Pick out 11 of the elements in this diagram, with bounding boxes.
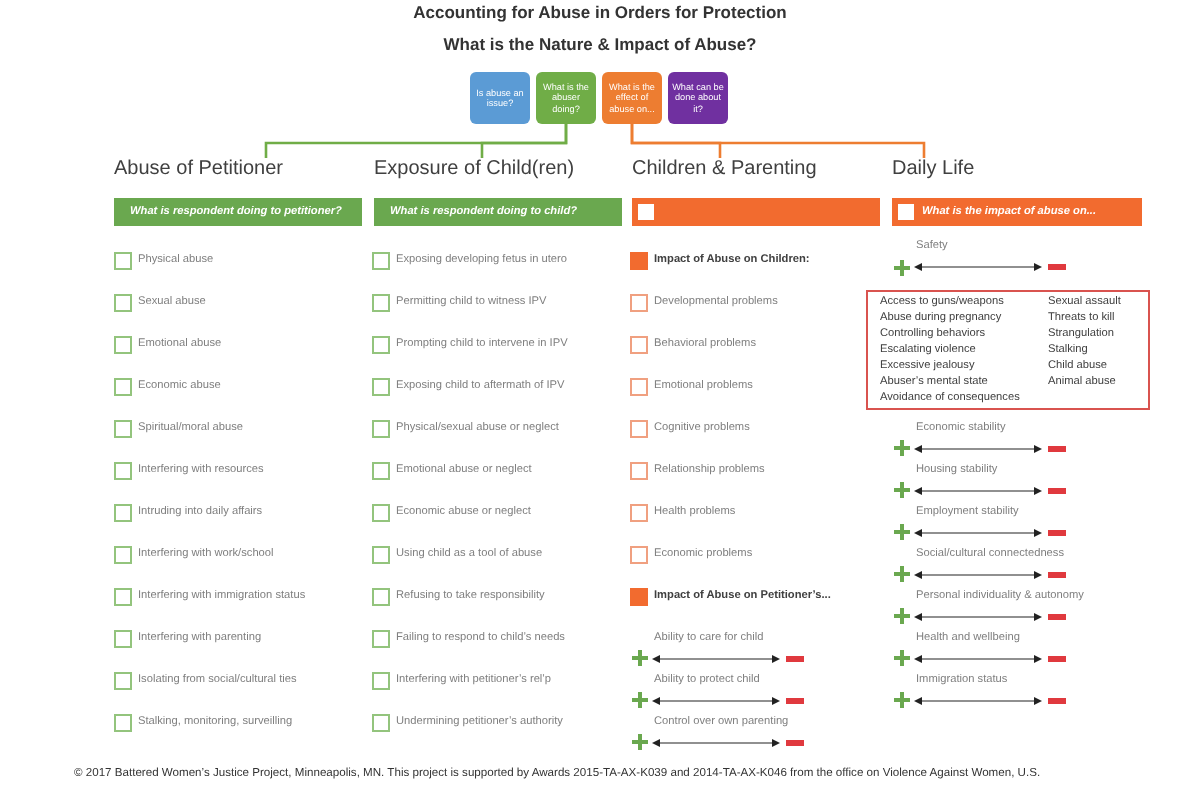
column-heading: Children & Parenting	[632, 158, 817, 181]
question-bar	[892, 198, 1142, 226]
title: Accounting for Abuse in Orders for Protection	[413, 4, 787, 24]
column-heading: Abuse of Petitioner	[114, 158, 283, 181]
subtitle: What is the Nature & Impact of Abuse?	[443, 36, 757, 56]
header-bar	[632, 198, 880, 226]
column-heading: Exposure of Child(ren)	[374, 158, 575, 181]
column-heading: Daily Life	[892, 158, 975, 181]
connector-line	[630, 124, 926, 158]
risk-factor-panel	[866, 290, 1150, 410]
connector-line	[480, 124, 568, 158]
